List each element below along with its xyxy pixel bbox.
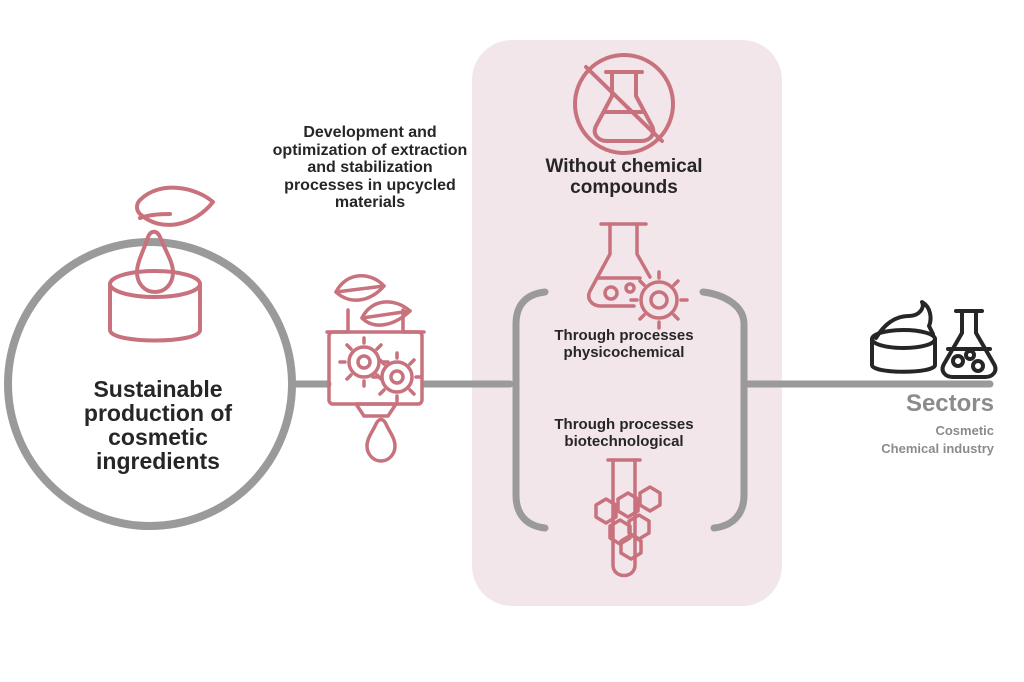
test-tube-hexagons-icon — [594, 458, 662, 578]
gear-processing-icon — [325, 274, 426, 463]
flask-gear-icon — [587, 222, 689, 330]
main-circle-label: Sustainable production of cosmetic ingre… — [83, 376, 233, 475]
leaf-drop-jar-icon — [108, 185, 215, 343]
physicochemical-label: Through processes physicochemical — [554, 327, 694, 362]
method-panel-background — [472, 40, 782, 606]
main-circle — [4, 238, 296, 530]
biotechnological-label: Through processes biotechnological — [554, 416, 694, 451]
sector-item-chemical-industry: Chemical industry — [881, 441, 994, 456]
process-step-label: Development and optimization of extracti… — [272, 124, 468, 212]
sector-item-cosmetic: Cosmetic — [935, 423, 994, 438]
cream-jar-icon — [870, 300, 937, 374]
sectors-title: Sectors — [905, 390, 994, 417]
grouping-bracket-left — [512, 288, 549, 532]
without-chemical-label: Without chemical compounds — [545, 156, 703, 198]
grouping-bracket-right — [699, 288, 748, 532]
no-chemicals-icon — [573, 53, 675, 155]
beaker-icon — [940, 309, 998, 379]
